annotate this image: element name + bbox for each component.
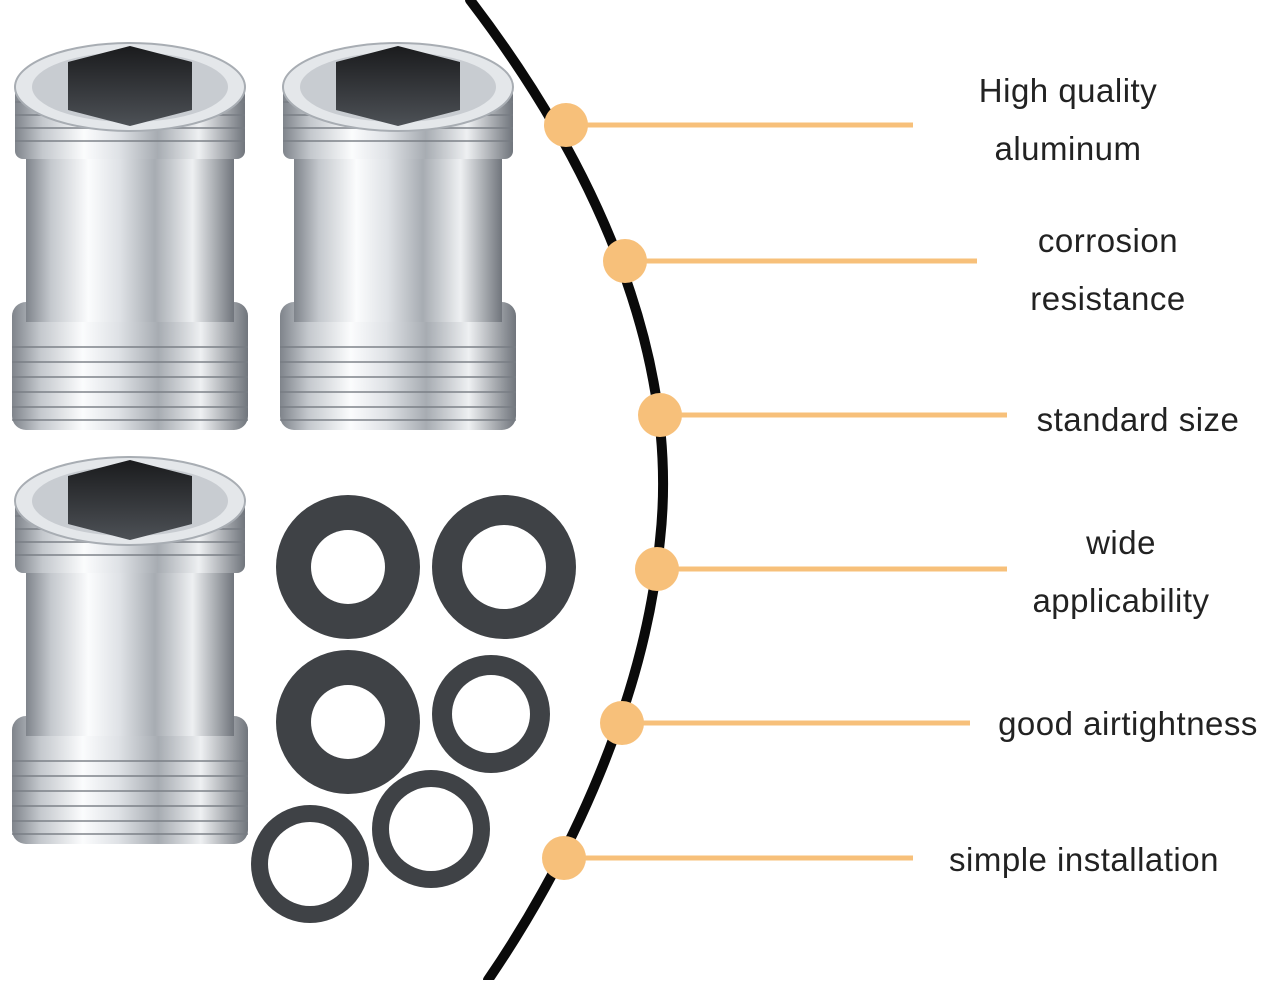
feature-dot xyxy=(638,393,682,437)
feature-label-installation: simple installation xyxy=(944,831,1224,889)
feature-text: standard size xyxy=(1036,401,1240,438)
feature-text: aluminum xyxy=(994,130,1142,167)
feature-label-size: standard size xyxy=(1033,391,1243,449)
chrome-adapter xyxy=(11,42,249,431)
feature-text: applicability xyxy=(1032,582,1210,619)
feature-label-corrosion: corrosion resistance xyxy=(1026,212,1190,328)
connector-lines xyxy=(564,122,1007,861)
feature-text: good airtightness xyxy=(998,705,1258,742)
feature-text: High quality xyxy=(978,72,1158,109)
washer-group xyxy=(251,495,576,923)
feature-text: wide xyxy=(1086,524,1156,561)
feature-label-material: High quality aluminum xyxy=(970,62,1166,178)
feature-label-airtightness: good airtightness xyxy=(990,695,1266,753)
feature-text: simple installation xyxy=(949,841,1219,878)
feature-dot xyxy=(635,547,679,591)
feature-dot xyxy=(542,836,586,880)
feature-text: corrosion xyxy=(1037,222,1179,259)
feature-text: resistance xyxy=(1030,280,1186,317)
chrome-adapter xyxy=(11,456,249,845)
feature-dot xyxy=(603,239,647,283)
feature-dot xyxy=(600,701,644,745)
feature-dot xyxy=(544,103,588,147)
feature-label-applicability: wide applicability xyxy=(1025,514,1217,630)
chrome-adapter xyxy=(279,42,517,431)
